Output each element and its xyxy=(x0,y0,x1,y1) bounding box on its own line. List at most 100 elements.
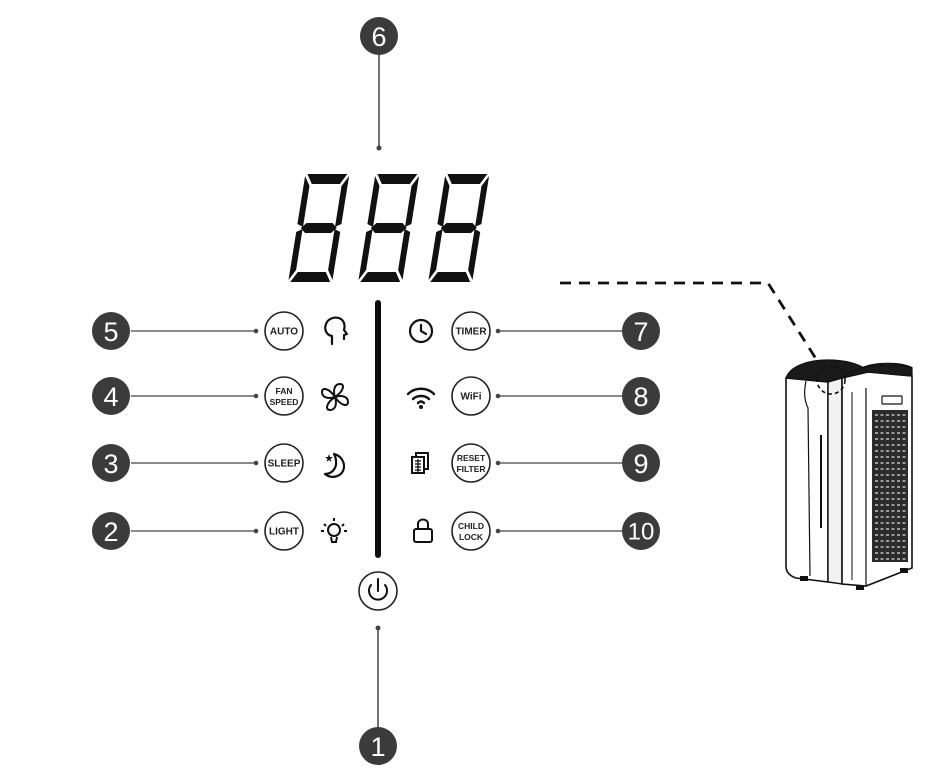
grille-slot xyxy=(886,516,889,518)
grille-slot xyxy=(902,486,906,488)
grille-slot xyxy=(886,522,889,524)
grille-slot xyxy=(886,558,889,560)
grille-slot xyxy=(902,510,906,512)
grille-slot xyxy=(897,438,900,440)
grille-slot xyxy=(891,486,895,488)
callout-2: 2 xyxy=(92,512,259,550)
grille-slot xyxy=(875,522,878,524)
grille-slot xyxy=(880,474,884,476)
wifi-button[interactable]: WiFi xyxy=(451,376,491,416)
callout-9: 9 xyxy=(495,444,660,482)
grille-slot xyxy=(880,462,884,464)
grille-slot xyxy=(891,438,895,440)
grille-slot xyxy=(891,480,895,482)
svg-text:10: 10 xyxy=(628,519,655,546)
grille-slot xyxy=(902,420,906,422)
digit-segment xyxy=(358,229,373,280)
grille-slot xyxy=(902,438,906,440)
digit-segment xyxy=(335,176,350,227)
grille-slot xyxy=(891,414,895,416)
air-purifier-illustration xyxy=(785,359,913,590)
grille-slot xyxy=(902,552,906,554)
wifi-icon xyxy=(406,387,436,409)
grille-slot xyxy=(891,468,895,470)
svg-text:3: 3 xyxy=(103,449,118,479)
digit-segment xyxy=(405,176,420,227)
digit-segment xyxy=(468,229,481,280)
grille-slot xyxy=(902,528,906,530)
svg-text:WiFi: WiFi xyxy=(460,392,481,403)
fan-speed-button[interactable]: FAN SPEED xyxy=(264,376,304,416)
reset-filter-button[interactable]: RESET FILTER xyxy=(451,443,491,483)
grille-slot xyxy=(891,456,895,458)
grille-slot xyxy=(880,552,884,554)
timer-button[interactable]: TIMER xyxy=(451,311,491,351)
grille-slot xyxy=(897,426,900,428)
grille-slot xyxy=(891,420,895,422)
svg-text:FILTER: FILTER xyxy=(456,464,485,474)
digit-segment xyxy=(288,229,303,280)
power-button[interactable] xyxy=(358,571,398,611)
grille-slot xyxy=(880,540,884,542)
grille-slot xyxy=(886,450,889,452)
display-digit xyxy=(358,174,420,282)
grille-slot xyxy=(891,432,895,434)
svg-text:SLEEP: SLEEP xyxy=(268,459,301,470)
auto-mode-icon xyxy=(324,316,349,346)
grille-slot xyxy=(897,510,900,512)
grille-slot xyxy=(902,540,906,542)
grille-slot xyxy=(880,444,884,446)
grille-slot xyxy=(902,498,906,500)
sleep-button[interactable]: SLEEP xyxy=(264,443,304,483)
svg-text:CHILD: CHILD xyxy=(458,521,484,531)
svg-text:7: 7 xyxy=(633,317,648,347)
divider-bar xyxy=(375,300,381,558)
grille-slot xyxy=(880,450,884,452)
grille-slot xyxy=(902,426,906,428)
grille-slot xyxy=(875,510,878,512)
digit-segment xyxy=(440,223,477,233)
moon-icon xyxy=(323,452,346,478)
grille-slot xyxy=(891,516,895,518)
grille-slot xyxy=(880,510,884,512)
child-lock-button[interactable]: CHILD LOCK xyxy=(451,511,491,551)
grille-slot xyxy=(897,504,900,506)
grille-slot xyxy=(897,552,900,554)
grille-slot xyxy=(875,558,878,560)
grille-slot xyxy=(902,516,906,518)
grille-slot xyxy=(880,468,884,470)
grille-slot xyxy=(880,480,884,482)
grille-slot xyxy=(902,444,906,446)
grille-slot xyxy=(880,546,884,548)
grille-slot xyxy=(880,528,884,530)
grille-slot xyxy=(902,480,906,482)
grille-slot xyxy=(886,546,889,548)
grille-slot xyxy=(875,426,878,428)
grille-slot xyxy=(886,552,889,554)
light-button[interactable]: LIGHT xyxy=(264,511,304,551)
grille-slot xyxy=(891,426,895,428)
grille-slot xyxy=(886,504,889,506)
grille-slot xyxy=(891,552,895,554)
callout-6: 6 xyxy=(360,17,398,151)
digit-segment xyxy=(307,174,348,184)
grille-slot xyxy=(875,546,878,548)
display-digit xyxy=(428,174,490,282)
svg-text:4: 4 xyxy=(103,382,118,412)
auto-button[interactable]: AUTO xyxy=(264,311,304,351)
segment-display xyxy=(288,174,490,282)
grille-slot xyxy=(897,462,900,464)
grille-slot xyxy=(886,486,889,488)
grille-slot xyxy=(897,450,900,452)
svg-text:FAN: FAN xyxy=(276,386,293,396)
grille-slot xyxy=(897,522,900,524)
grille-slot xyxy=(886,468,889,470)
grille-slot xyxy=(880,558,884,560)
grille-slot xyxy=(886,420,889,422)
grille-slot xyxy=(886,426,889,428)
grille-slot xyxy=(902,468,906,470)
filter-icon xyxy=(411,452,429,474)
grille-slot xyxy=(875,414,878,416)
svg-text:1: 1 xyxy=(370,732,385,762)
